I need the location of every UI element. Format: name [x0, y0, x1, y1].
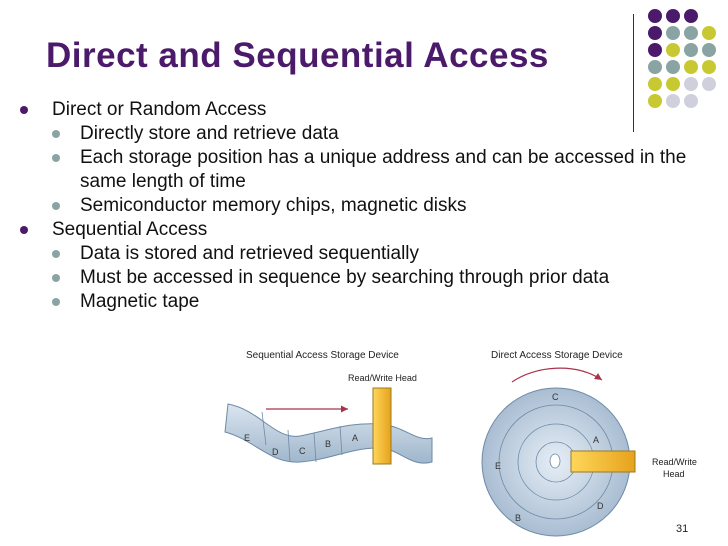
bullet-sequential-access: Sequential Access Data is stored and ret… [20, 218, 710, 314]
bullet-dot-icon [52, 298, 60, 306]
disk-head-label-line2: Head [663, 469, 685, 479]
disk-sector-c: C [552, 392, 559, 402]
tape-record-d: D [272, 447, 279, 457]
bullet-dot-icon [52, 250, 60, 258]
tape-record-c: C [299, 446, 306, 456]
bullet-text: Sequential Access [52, 219, 208, 240]
direct-access-figure: Direct Access Storage Device C A E D B R… [481, 350, 697, 537]
spindle-icon [549, 453, 561, 469]
page-number: 31 [676, 523, 689, 535]
sub-bullet: Each storage position has a unique addre… [52, 146, 710, 194]
bullet-dot-icon [52, 130, 60, 138]
bullet-text: Direct or Random Access [52, 99, 267, 120]
sub-bullet: Data is stored and retrieved sequentiall… [52, 242, 710, 266]
dot-row-2 [648, 26, 716, 40]
dot-row-3 [648, 43, 716, 57]
bullet-dot-icon [52, 154, 60, 162]
sequential-figure-title: Sequential Access Storage Device [246, 350, 399, 361]
dot-row-1 [648, 9, 698, 23]
sub-bullet-text: Data is stored and retrieved sequentiall… [80, 243, 420, 264]
tape-record-b: B [325, 439, 331, 449]
sub-bullet: Directly store and retrieve data [52, 122, 710, 146]
dot-row-5 [648, 77, 716, 91]
dot-row-4 [648, 60, 716, 74]
bullet-dot-icon [52, 274, 60, 282]
sub-bullet-text: Semiconductor memory chips, magnetic dis… [80, 195, 467, 216]
read-write-head-icon [372, 387, 392, 465]
disk-sector-e: E [495, 461, 501, 471]
sub-bullet: Must be accessed in sequence by searchin… [52, 266, 710, 290]
bullet-list: Direct or Random Access Directly store a… [20, 98, 710, 314]
sequential-head-label: Read/Write Head [348, 373, 417, 383]
tape-record-a: A [352, 433, 358, 443]
slide-title: Direct and Sequential Access [46, 36, 549, 75]
sub-bullet-list: Directly store and retrieve data Each st… [52, 122, 710, 218]
rotation-arrow-icon [511, 367, 603, 383]
direct-figure-title: Direct Access Storage Device [491, 350, 623, 361]
tape-strip [224, 403, 433, 464]
vertical-divider [633, 14, 634, 132]
sub-bullet: Magnetic tape [52, 290, 710, 314]
bullet-direct-access: Direct or Random Access Directly store a… [20, 98, 710, 218]
sub-bullet: Semiconductor memory chips, magnetic dis… [52, 194, 710, 218]
sub-bullet-list: Data is stored and retrieved sequentiall… [52, 242, 710, 314]
disk-head-label-line1: Read/Write [652, 457, 697, 467]
disk-sector-a: A [593, 435, 599, 445]
bullet-dot-icon [20, 106, 28, 114]
dot-row-6 [648, 94, 698, 108]
disk-sector-d: D [597, 501, 604, 511]
tape-record-e: E [244, 433, 250, 443]
sub-bullet-text: Magnetic tape [80, 291, 200, 312]
sub-bullet-text: Must be accessed in sequence by searchin… [80, 267, 610, 288]
bullet-dot-icon [20, 226, 28, 234]
decorative-dot-grid [648, 9, 716, 108]
disk-read-write-head-icon [570, 450, 636, 473]
disk-sector-b: B [515, 513, 521, 523]
sub-bullet-text: Each storage position has a unique addre… [80, 147, 687, 192]
sequential-access-figure: Sequential Access Storage Device Read/Wr… [224, 350, 433, 465]
sub-bullet-text: Directly store and retrieve data [80, 123, 339, 144]
bullet-dot-icon [52, 202, 60, 210]
